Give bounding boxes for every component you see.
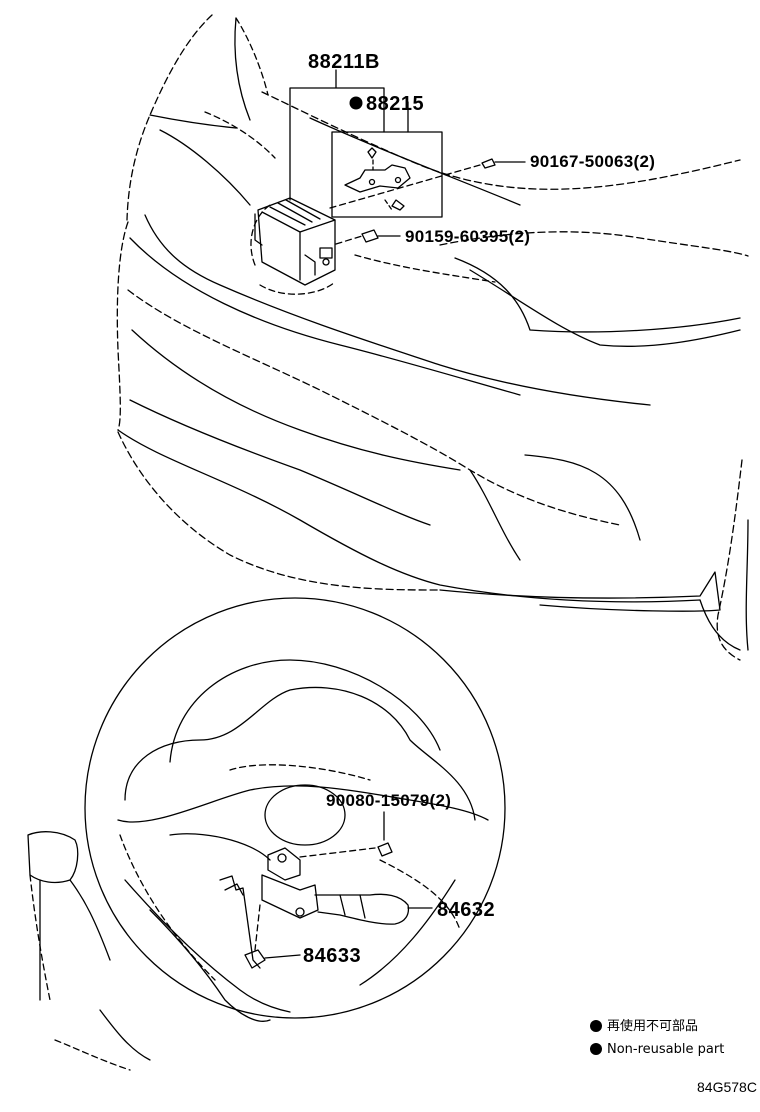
legend-jp-text: 再使用不可部品	[607, 1019, 699, 1034]
screw-90159-group	[335, 229, 401, 245]
part-label-88211b: 88211B	[308, 51, 380, 73]
front-bumper-outline	[116, 14, 749, 661]
part-label-90159: 90159-60395(2)	[405, 227, 531, 246]
wire-harness	[219, 875, 301, 969]
legend-english: Non-reusable part	[590, 1043, 724, 1056]
figure-code: 84G578C	[697, 1079, 757, 1095]
part-label-88215: 88215	[366, 93, 425, 115]
radar-sensor-module	[250, 197, 336, 295]
legend-dot-icon	[590, 1020, 602, 1032]
part-label-90167: 90167-50063(2)	[530, 152, 656, 171]
steering-wheel	[27, 597, 506, 1071]
legend-en-text: Non-reusable part	[607, 1042, 725, 1057]
screw-90080-group	[377, 811, 393, 857]
part-label-84633: 84633	[303, 945, 362, 967]
part-label-90080: 90080-15079(2)	[326, 791, 452, 810]
legend-japanese: 再使用不可部品	[590, 1020, 698, 1033]
cruise-switch	[261, 847, 433, 925]
non-reusable-marker	[349, 96, 363, 110]
bracket-box	[331, 131, 443, 218]
assembly-leader-lines	[289, 69, 409, 201]
part-label-84632: 84632	[437, 899, 496, 921]
legend-dot-icon	[590, 1043, 602, 1055]
screw-90167-group	[329, 158, 526, 209]
